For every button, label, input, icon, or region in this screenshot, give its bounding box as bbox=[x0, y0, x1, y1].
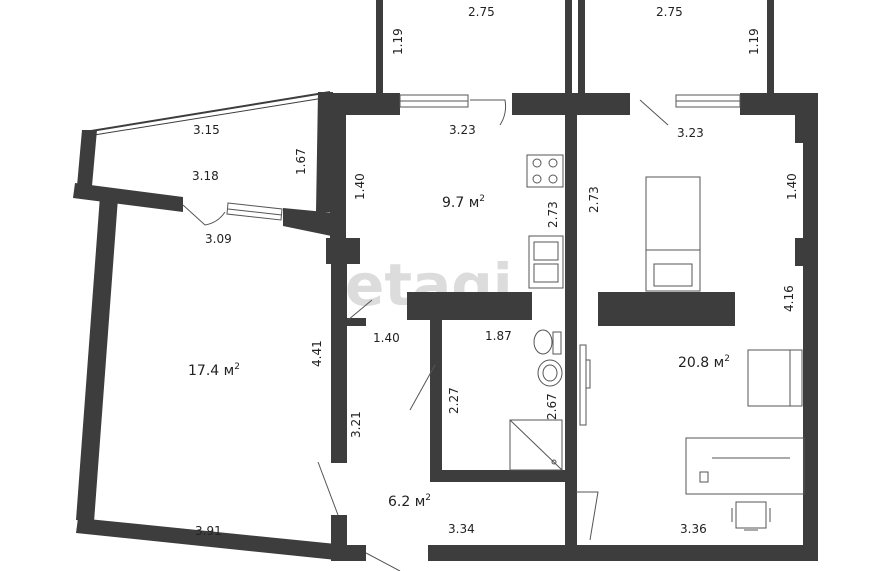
dim-balcony-right-width: 2.75 bbox=[656, 5, 683, 19]
shower-tray bbox=[509, 419, 563, 471]
outer-walls bbox=[73, 93, 818, 561]
dim-corridor: 1.40 bbox=[373, 331, 400, 345]
dim-balcony-right-depth: 1.19 bbox=[747, 28, 761, 55]
dim-kitchen-right: 2.73 bbox=[546, 201, 560, 228]
dim-bath-top: 1.87 bbox=[485, 329, 512, 343]
dim-hall-bottom: 3.34 bbox=[448, 522, 475, 536]
dim-balcony-left-depth: 1.19 bbox=[391, 28, 405, 55]
area-kitchen: 9.7 м2 bbox=[442, 194, 485, 211]
dim-room-right-upper: 1.40 bbox=[785, 173, 799, 200]
area-room-right: 20.8 м2 bbox=[678, 354, 730, 371]
dim-room-right-left: 2.73 bbox=[587, 186, 601, 213]
dim-hall-side: 3.21 bbox=[349, 411, 363, 438]
balcony-left bbox=[376, 0, 572, 93]
interior-walls bbox=[326, 115, 735, 547]
kitchen-sink bbox=[528, 235, 564, 289]
dim-room-right-side: 4.16 bbox=[782, 285, 796, 312]
bed bbox=[645, 176, 701, 292]
dim-room-left-bottom: 3.91 bbox=[195, 524, 222, 538]
office-chair bbox=[731, 501, 771, 531]
dim-loggia-inner: 3.18 bbox=[192, 169, 219, 183]
dim-bath-right: 2.67 bbox=[545, 393, 559, 420]
dim-balcony-left-width: 2.75 bbox=[468, 5, 495, 19]
dim-room-right-bottom: 3.36 bbox=[680, 522, 707, 536]
toilet bbox=[533, 329, 562, 355]
dim-room-right-top: 3.23 bbox=[677, 126, 704, 140]
doors bbox=[182, 99, 669, 571]
dim-kitchen-left: 1.40 bbox=[353, 173, 367, 200]
washbasin bbox=[537, 359, 563, 387]
dim-loggia-depth: 1.67 bbox=[294, 148, 308, 175]
area-hall: 6.2 м2 bbox=[388, 493, 431, 510]
windows bbox=[226, 94, 741, 221]
dim-loggia-outer: 3.15 bbox=[193, 123, 220, 137]
armchair bbox=[747, 349, 803, 407]
loggia bbox=[77, 91, 333, 212]
dim-kitchen-top: 3.23 bbox=[449, 123, 476, 137]
dim-room-left-side: 4.41 bbox=[310, 340, 324, 367]
kitchen-stove bbox=[526, 154, 564, 188]
dim-bath-left: 2.27 bbox=[447, 387, 461, 414]
area-room-left: 17.4 м2 bbox=[188, 362, 240, 379]
desk bbox=[685, 437, 805, 495]
balcony-right bbox=[578, 0, 774, 93]
dim-room-left-top: 3.09 bbox=[205, 232, 232, 246]
washing-machine bbox=[579, 344, 591, 426]
